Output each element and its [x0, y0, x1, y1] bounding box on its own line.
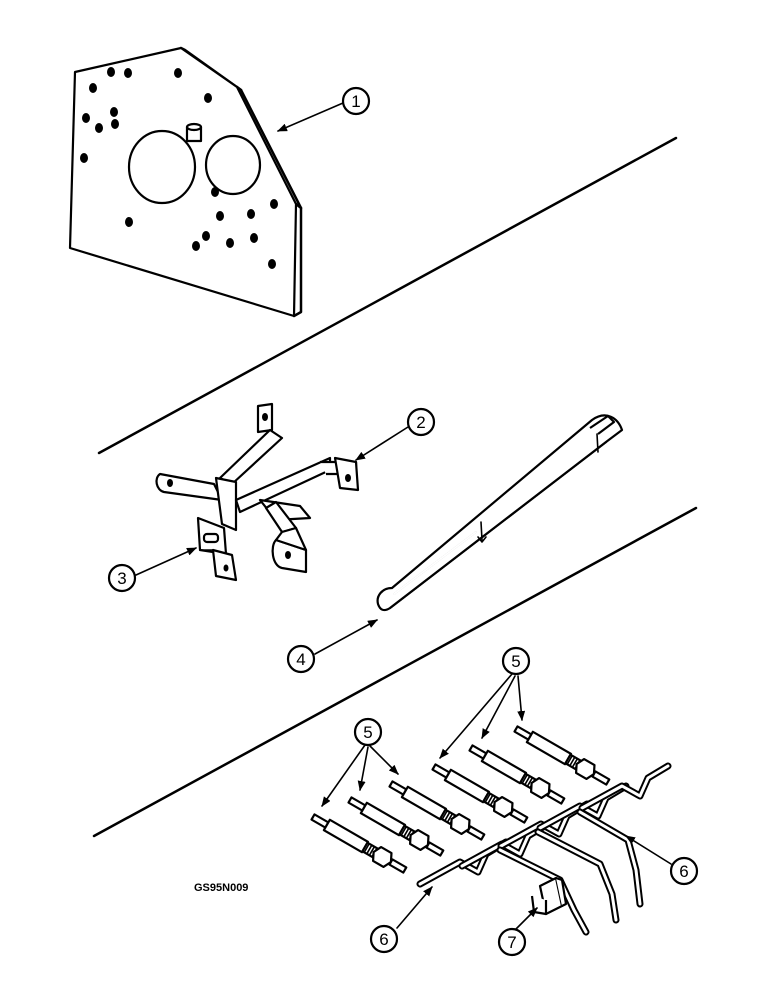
leader-lines — [135, 102, 672, 933]
part-6-injector-lines — [420, 766, 668, 936]
callout-6-right: 6 — [669, 856, 699, 886]
callout-5-lower: 5 — [353, 717, 383, 747]
callout-3: 3 — [107, 563, 137, 593]
svg-text:4: 4 — [296, 650, 305, 669]
svg-text:5: 5 — [363, 723, 372, 742]
plate-opening-left — [127, 129, 197, 205]
svg-text:2: 2 — [416, 413, 425, 432]
svg-text:5: 5 — [511, 652, 520, 671]
callout-6-left: 6 — [369, 924, 399, 954]
part-1-mounting-plate — [68, 46, 303, 318]
part-5-glow-plugs — [307, 720, 613, 879]
callout-1: 1 — [341, 86, 371, 116]
callout-2: 2 — [406, 407, 436, 437]
plate-opening-right — [204, 134, 262, 196]
svg-text:6: 6 — [379, 930, 388, 949]
figure-code: GS95N009 — [194, 882, 248, 894]
svg-text:7: 7 — [507, 933, 516, 952]
svg-text:1: 1 — [351, 92, 360, 111]
part-2-support-bracket — [155, 402, 360, 574]
part-7-clamp — [530, 876, 568, 916]
callout-4: 4 — [286, 644, 316, 674]
part-4-slotted-link — [376, 414, 624, 612]
section-divider-lower — [92, 506, 698, 838]
svg-text:6: 6 — [679, 862, 688, 881]
section-divider-upper — [97, 136, 678, 455]
plate-bolt-holes — [80, 67, 278, 269]
callout-5-upper: 5 — [501, 646, 531, 676]
part-3-clip-bracket — [196, 516, 238, 582]
callout-7: 7 — [497, 927, 527, 957]
locating-pin — [185, 122, 203, 143]
svg-text:3: 3 — [117, 569, 126, 588]
